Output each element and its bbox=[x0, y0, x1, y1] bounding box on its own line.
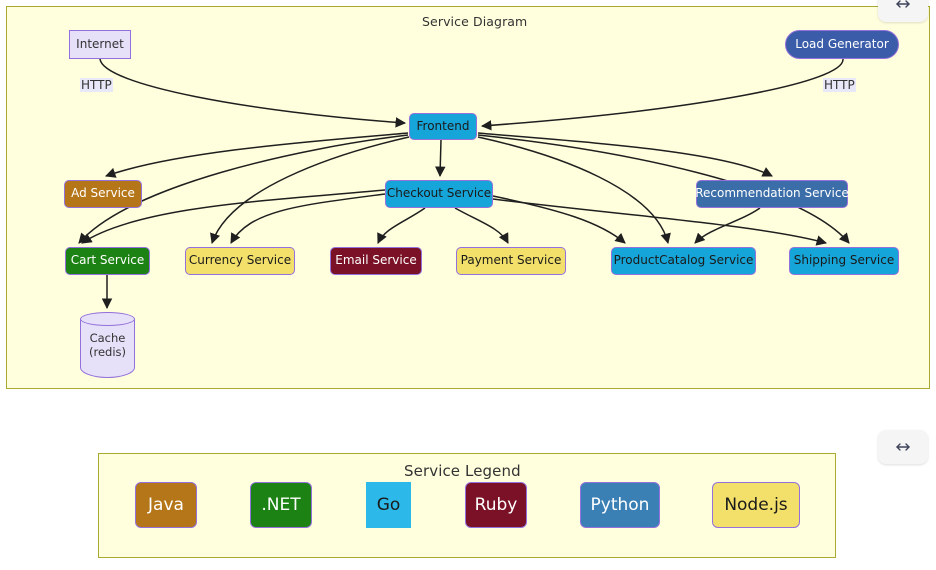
legend-item-python-label: Python bbox=[590, 495, 650, 515]
node-email-service[interactable]: Email Service bbox=[330, 247, 422, 275]
legend-item-java[interactable]: Java bbox=[135, 482, 197, 528]
node-productcatalog-service[interactable]: ProductCatalog Service bbox=[611, 247, 756, 275]
node-email-service-label: Email Service bbox=[335, 253, 417, 268]
node-cache-redis[interactable]: Cache (redis) bbox=[80, 312, 135, 378]
edge-label-http-loadgen: HTTP bbox=[823, 78, 856, 92]
legend-item-nodejs[interactable]: Node.js bbox=[712, 482, 800, 528]
legend-item-go-label: Go bbox=[376, 495, 401, 515]
legend-title: Service Legend bbox=[404, 462, 521, 480]
node-currency-service[interactable]: Currency Service bbox=[185, 247, 295, 275]
cache-label-line1: Cache bbox=[89, 330, 126, 345]
legend-item-dotnet-label: .NET bbox=[261, 495, 301, 515]
legend-item-ruby[interactable]: Ruby bbox=[465, 482, 527, 528]
node-frontend[interactable]: Frontend bbox=[409, 113, 477, 140]
cache-cylinder-body bbox=[80, 319, 135, 378]
cache-cylinder-top bbox=[80, 312, 135, 326]
legend-item-go[interactable]: Go bbox=[366, 482, 411, 528]
node-payment-service[interactable]: Payment Service bbox=[456, 247, 566, 275]
resize-handle-legend[interactable] bbox=[878, 430, 928, 464]
node-recommendation-service-label: Recommendation Service bbox=[695, 186, 849, 201]
node-shipping-service-label: Shipping Service bbox=[793, 253, 895, 268]
node-checkout-service-label: Checkout Service bbox=[386, 186, 492, 201]
edge-label-http-internet: HTTP bbox=[80, 78, 113, 92]
node-ad-service-label: Ad Service bbox=[71, 186, 135, 201]
legend-item-ruby-label: Ruby bbox=[474, 495, 518, 515]
node-load-generator-label: Load Generator bbox=[795, 36, 889, 51]
legend-item-dotnet[interactable]: .NET bbox=[250, 482, 312, 528]
cache-label-line2: (redis) bbox=[88, 345, 126, 359]
cache-label: Cache (redis) bbox=[80, 312, 135, 378]
node-cart-service-label: Cart Service bbox=[70, 253, 145, 268]
horizontal-resize-icon bbox=[896, 0, 910, 8]
legend-item-nodejs-label: Node.js bbox=[724, 495, 788, 515]
node-internet[interactable]: Internet bbox=[69, 30, 131, 59]
node-checkout-service[interactable]: Checkout Service bbox=[385, 180, 493, 208]
diagram-title: Service Diagram bbox=[422, 14, 528, 29]
node-shipping-service[interactable]: Shipping Service bbox=[789, 247, 899, 275]
node-ad-service[interactable]: Ad Service bbox=[64, 180, 142, 208]
node-cart-service[interactable]: Cart Service bbox=[65, 247, 150, 275]
horizontal-resize-icon bbox=[896, 443, 910, 451]
node-frontend-label: Frontend bbox=[416, 118, 470, 133]
node-internet-label: Internet bbox=[76, 36, 124, 51]
legend-item-java-label: Java bbox=[148, 495, 184, 515]
node-load-generator[interactable]: Load Generator bbox=[785, 30, 899, 59]
node-payment-service-label: Payment Service bbox=[460, 253, 562, 268]
node-currency-service-label: Currency Service bbox=[188, 253, 292, 268]
legend-item-python[interactable]: Python bbox=[580, 482, 660, 528]
resize-handle-diagram[interactable] bbox=[878, 0, 928, 22]
node-recommendation-service[interactable]: Recommendation Service bbox=[695, 180, 849, 208]
node-productcatalog-service-label: ProductCatalog Service bbox=[613, 253, 754, 268]
